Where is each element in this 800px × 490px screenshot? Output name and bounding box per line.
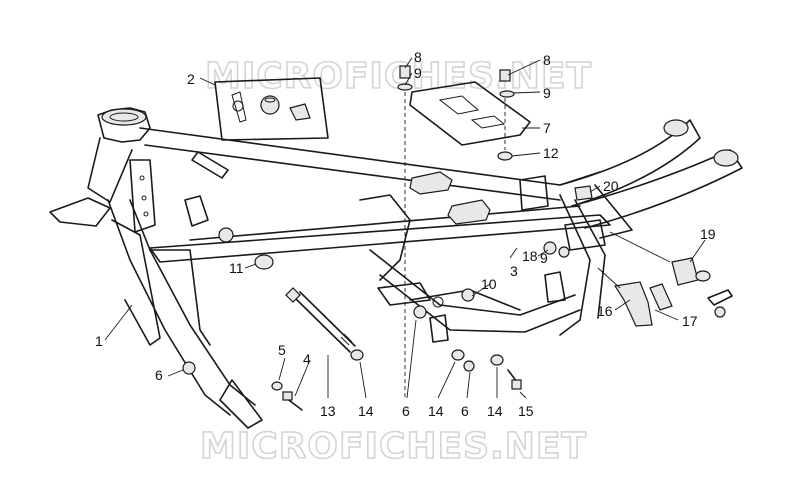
part-7-mounting-plate	[409, 81, 531, 146]
callout-14b: 14	[428, 403, 444, 419]
callout-8a: 8	[414, 49, 422, 65]
callout-6a: 6	[155, 367, 163, 383]
part-19-ignition-switch	[671, 257, 733, 318]
callout-3: 3	[510, 263, 518, 279]
callout-9c: 9	[540, 250, 548, 266]
callout-20: 20	[603, 178, 619, 194]
callout-10: 10	[481, 276, 497, 292]
callout-14c: 14	[487, 403, 503, 419]
callout-17: 17	[682, 313, 698, 329]
callout-12: 12	[543, 145, 559, 161]
part-2-hardware-kit	[214, 77, 329, 141]
leader-lines	[104, 57, 706, 399]
part-16-17-bracket	[613, 281, 673, 327]
callout-13: 13	[320, 403, 336, 419]
part-13-long-bolt	[285, 287, 364, 361]
part-11-rubber	[254, 254, 274, 270]
callout-9a: 9	[414, 65, 422, 81]
part-4-5-bolt-washer	[271, 381, 303, 411]
callout-14a: 14	[358, 403, 374, 419]
callout-5: 5	[278, 342, 286, 358]
callout-1: 1	[95, 333, 103, 349]
callout-16: 16	[597, 303, 613, 319]
callout-2: 2	[187, 71, 195, 87]
callout-18: 18	[522, 248, 538, 264]
callout-19: 19	[700, 226, 716, 242]
callout-9b: 9	[543, 85, 551, 101]
callout-6b: 6	[402, 403, 410, 419]
frame-assembly	[49, 107, 743, 429]
callout-15: 15	[518, 403, 534, 419]
watermark-bottom: MICROFICHES.NET	[200, 426, 587, 467]
top-fasteners	[397, 65, 515, 400]
callout-11: 11	[229, 260, 244, 276]
callout-4: 4	[303, 351, 311, 367]
callout-labels: 2 8 9 8 9 7 12 20 19 18 9 3 10 11 1 6 5 …	[95, 49, 716, 419]
watermark-top: MICROFICHES.NET	[205, 56, 592, 97]
callout-8b: 8	[543, 52, 551, 68]
callout-6c: 6	[461, 403, 469, 419]
lower-fasteners	[182, 227, 522, 390]
callout-7: 7	[543, 120, 551, 136]
